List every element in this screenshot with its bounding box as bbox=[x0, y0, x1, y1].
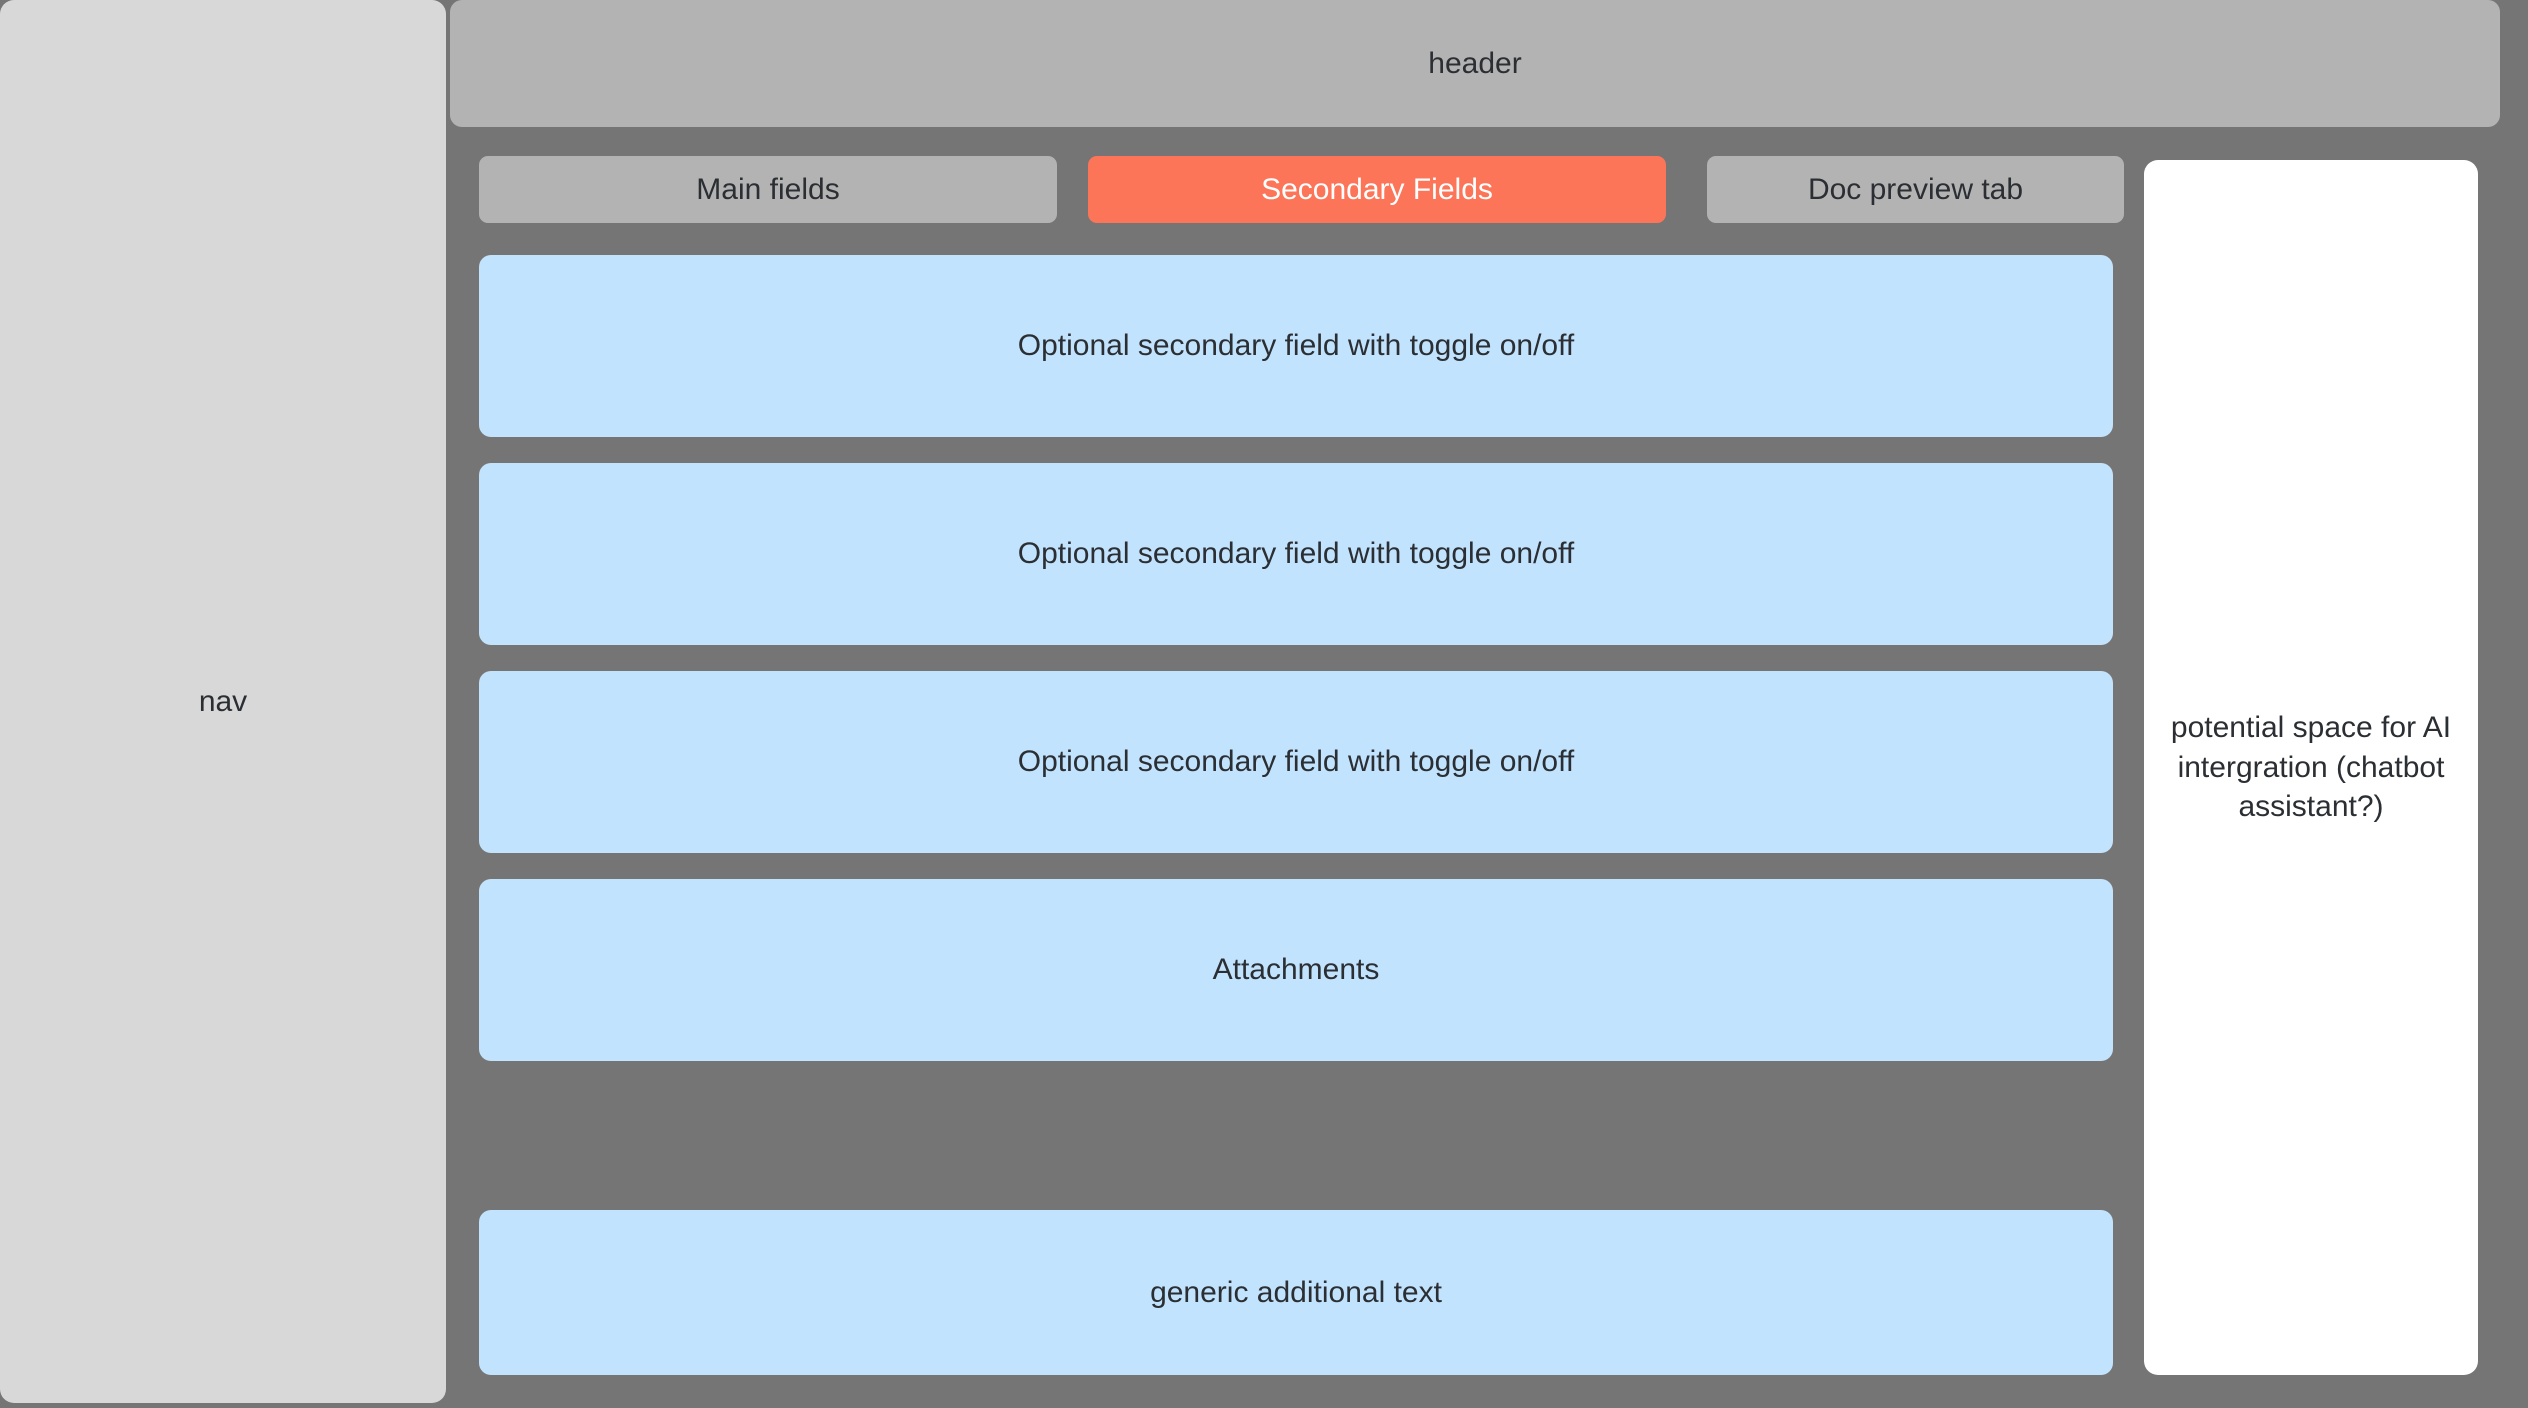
ai-assistant-panel[interactable]: potential space for AI intergration (cha… bbox=[2144, 160, 2478, 1375]
page-title: header bbox=[1428, 46, 1522, 80]
main-content-area: Main fields Secondary Fields Doc preview… bbox=[450, 127, 2528, 1408]
page-header: header bbox=[450, 0, 2500, 127]
ai-assistant-panel-text: potential space for AI intergration (cha… bbox=[2170, 710, 2452, 824]
field-card-label: Optional secondary field with toggle on/… bbox=[1017, 329, 1575, 362]
field-card[interactable]: Optional secondary field with toggle on/… bbox=[479, 255, 2113, 437]
tab-bar: Main fields Secondary Fields Doc preview… bbox=[479, 156, 2124, 223]
sidebar-nav-label: nav bbox=[198, 684, 248, 718]
tab-doc-preview-label: Doc preview tab bbox=[1807, 172, 2024, 206]
tab-secondary-fields-label: Secondary Fields bbox=[1261, 172, 1493, 206]
field-card-label: Attachments bbox=[1212, 953, 1380, 986]
field-card[interactable]: Optional secondary field with toggle on/… bbox=[479, 671, 2113, 853]
field-card-label: generic additional text bbox=[1150, 1275, 1442, 1309]
sidebar-nav[interactable]: nav bbox=[0, 0, 446, 1403]
field-card-attachments[interactable]: Attachments bbox=[479, 879, 2113, 1061]
field-card-label: Optional secondary field with toggle on/… bbox=[1017, 537, 1575, 570]
tab-main-fields-label: Main fields bbox=[696, 172, 840, 206]
field-card-additional-text[interactable]: generic additional text bbox=[479, 1210, 2113, 1375]
tab-doc-preview[interactable]: Doc preview tab bbox=[1707, 156, 2124, 223]
field-card[interactable]: Optional secondary field with toggle on/… bbox=[479, 463, 2113, 645]
field-card-label: Optional secondary field with toggle on/… bbox=[1017, 745, 1575, 778]
tab-main-fields[interactable]: Main fields bbox=[479, 156, 1057, 223]
tab-secondary-fields[interactable]: Secondary Fields bbox=[1088, 156, 1666, 223]
